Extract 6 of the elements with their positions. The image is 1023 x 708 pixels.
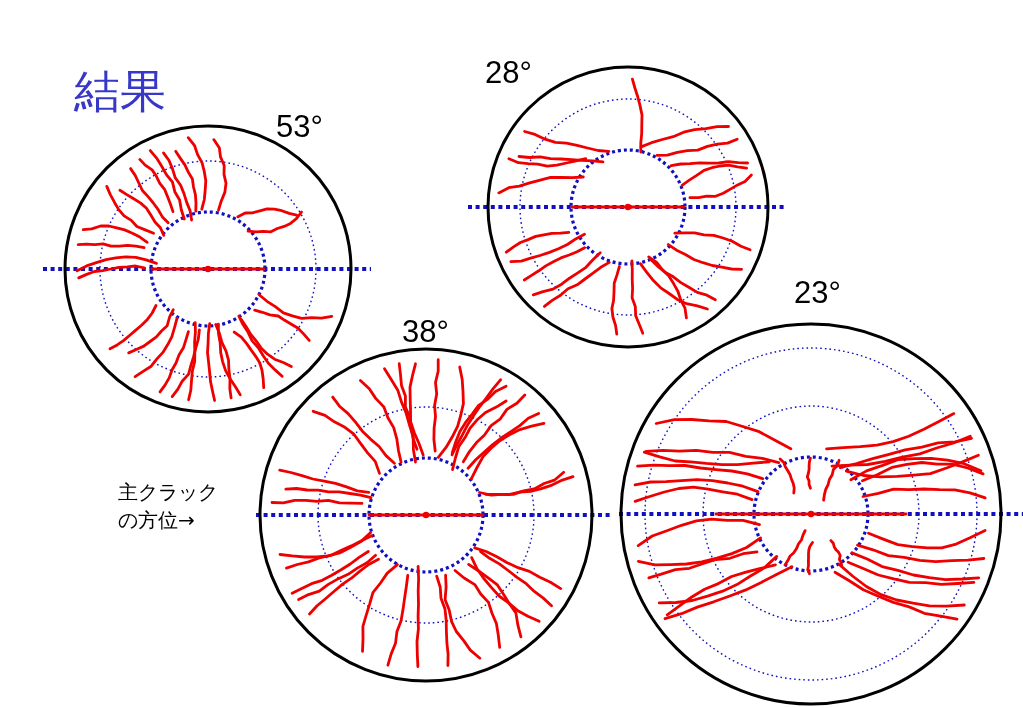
angle-label: 28° — [485, 57, 532, 88]
title: 結果 — [74, 66, 166, 117]
angle-label: 53° — [276, 111, 323, 142]
angle-label: 38° — [402, 316, 449, 347]
angle-label: 23° — [794, 277, 841, 308]
axis-direction-note: 主クラックの方位→ — [118, 479, 219, 534]
